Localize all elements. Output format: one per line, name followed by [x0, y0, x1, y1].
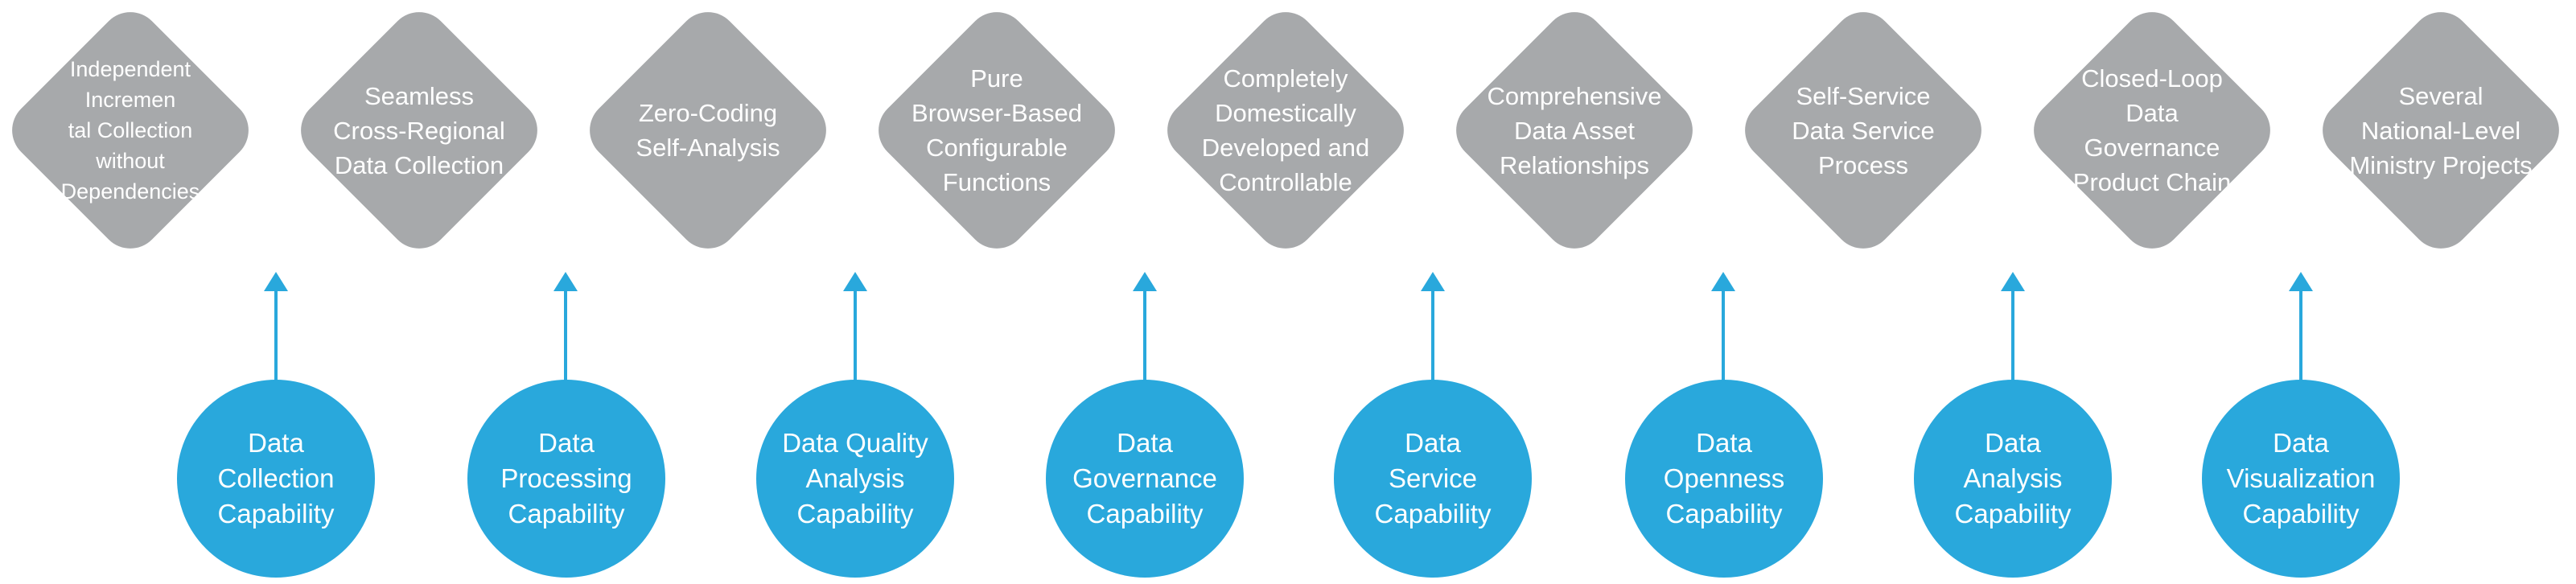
arrow-up-icon	[2001, 272, 2025, 385]
diamond-label: Several National-Level Ministry Projects	[2349, 81, 2533, 179]
diamond-zero-coding: Zero-Coding Self-Analysis	[577, 0, 839, 261]
diamond-label: Zero-Coding Self-Analysis	[636, 99, 780, 162]
diamond-label: Seamless Cross-Regional Data Collection	[333, 81, 505, 179]
arrow-up-icon	[264, 272, 288, 385]
diamond-comprehensive-data-asset: Comprehensive Data Asset Relationships	[1443, 0, 1706, 261]
diamond-seamless-cross-regional: Seamless Cross-Regional Data Collection	[288, 0, 550, 261]
diamond-label: Self-Service Data Service Process	[1792, 81, 1935, 179]
arrow-up-icon	[1421, 272, 1445, 385]
capability-data-visualization: Data Visualization Capability	[2202, 380, 2400, 578]
diamond-national-level-projects: Several National-Level Ministry Projects	[2310, 0, 2572, 261]
diamond-label: Independent Incremen tal Collection with…	[60, 57, 200, 204]
capability-data-governance: Data Governance Capability	[1046, 380, 1244, 578]
diamond-independent-incremental-collection: Independent Incremen tal Collection with…	[0, 0, 261, 261]
arrow-up-icon	[1133, 272, 1157, 385]
diamond-closed-loop: Closed-Loop Data Governance Product Chai…	[2021, 0, 2283, 261]
diamond-domestically-developed: Completely Domestically Developed and Co…	[1154, 0, 1417, 261]
diamond-label: Closed-Loop Data Governance Product Chai…	[2072, 64, 2232, 196]
arrow-up-icon	[2289, 272, 2313, 385]
capability-data-service: Data Service Capability	[1334, 380, 1532, 578]
arrow-up-icon	[553, 272, 578, 385]
diamond-label: Pure Browser-Based Configurable Function…	[911, 64, 1082, 196]
arrow-up-icon	[843, 272, 867, 385]
capability-data-quality-analysis: Data Quality Analysis Capability	[756, 380, 954, 578]
diamond-self-service: Self-Service Data Service Process	[1732, 0, 1994, 261]
diamond-pure-browser-based: Pure Browser-Based Configurable Function…	[866, 0, 1128, 261]
diamond-label: Comprehensive Data Asset Relationships	[1487, 81, 1662, 179]
diamond-label: Completely Domestically Developed and Co…	[1201, 64, 1370, 196]
capability-data-openness: Data Openness Capability	[1625, 380, 1823, 578]
capability-data-processing: Data Processing Capability	[467, 380, 665, 578]
capability-data-collection: Data Collection Capability	[177, 380, 375, 578]
arrow-up-icon	[1711, 272, 1735, 385]
capability-data-analysis: Data Analysis Capability	[1914, 380, 2112, 578]
